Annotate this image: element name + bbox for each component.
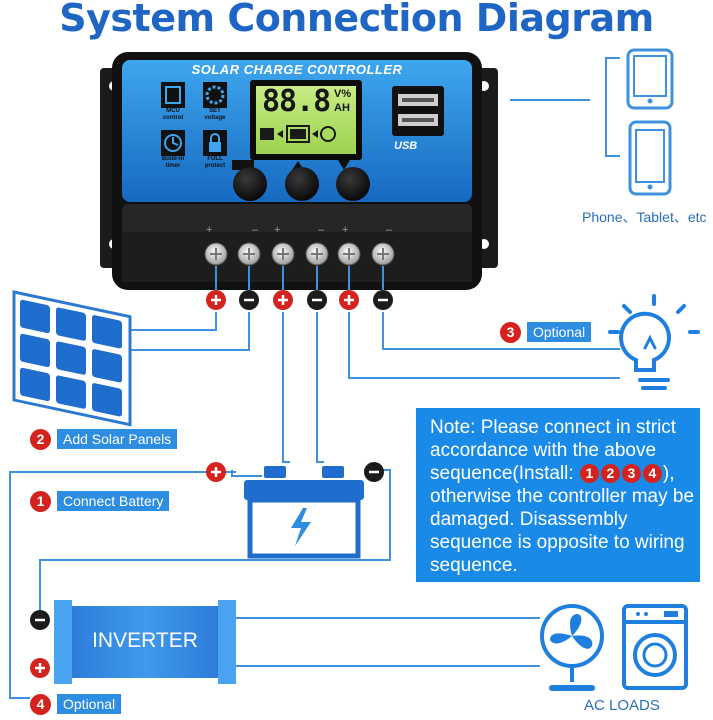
step-label: Connect Battery [57, 491, 170, 511]
tablet-icon [628, 120, 672, 196]
set-voltage-label: SET voltage [204, 108, 226, 121]
positive-marker [339, 290, 359, 310]
battery-loop-wire [9, 471, 236, 699]
step-number: 4 [30, 693, 51, 715]
inverter-label: INVERTER [92, 629, 198, 652]
battery-inverter-positive-wire [231, 470, 262, 477]
note-sequence-number: 2 [600, 464, 620, 483]
inverter-negative-marker [30, 610, 50, 630]
solar-negative-wire [120, 312, 250, 351]
terminal-mark: + [206, 224, 213, 236]
step-optional-inverter: 4 Optional [30, 693, 122, 715]
step-number: 2 [30, 428, 51, 450]
battery-negative-marker [364, 462, 384, 482]
terminal-mark: – [386, 224, 393, 236]
battery-positive-wire [282, 312, 290, 463]
washing-machine-icon [622, 604, 688, 690]
phone-tablet-label: Phone、Tablet、etc [582, 209, 707, 225]
inverter-positive-marker [30, 658, 50, 678]
lcd-digits: 88.8 [262, 84, 331, 119]
step-add-solar-panels: 2 Add Solar Panels [30, 428, 178, 450]
load-negative-wire [382, 312, 620, 350]
battery-negative-wire [316, 312, 324, 463]
solar-panel-graphic [12, 290, 132, 427]
lcd-unit-top: V% [334, 88, 352, 100]
device-bracket [605, 57, 620, 157]
terminal-mark: – [252, 224, 259, 236]
controller-label: SOLAR CHARGE CONTROLLER [191, 62, 403, 77]
positive-marker [273, 290, 293, 310]
step-optional-load: 3 Optional [500, 321, 592, 343]
step-number: 3 [500, 321, 521, 343]
negative-marker [239, 290, 259, 310]
step-number: 1 [30, 490, 51, 512]
note-sequence-number: 3 [621, 464, 641, 483]
lcd-unit-bottom: AH [334, 102, 350, 114]
wiring-note: Note: Please connect in strict accordanc… [416, 408, 700, 582]
fan-icon [540, 604, 604, 691]
polarity-markers [30, 290, 393, 678]
positive-marker [206, 290, 226, 310]
note-sequence-number: 4 [642, 464, 662, 483]
solar-charge-controller [100, 52, 498, 290]
mcu-control-label: MCU control [162, 108, 184, 121]
terminal-mark: – [318, 224, 325, 236]
usb-label: USB [394, 140, 418, 152]
light-bulb-icon [608, 294, 700, 390]
solar-positive-wire [110, 312, 217, 331]
phone-icon [626, 48, 674, 110]
note-sequence-number: 1 [579, 464, 599, 483]
note-text-before: Note: Please connect in strict accordanc… [430, 417, 677, 484]
terminal-screws [204, 242, 395, 266]
full-protect-label: FULL protect [204, 156, 226, 169]
terminal-mark: + [274, 224, 281, 236]
page-title: System Connection Diagram [59, 0, 654, 40]
negative-marker [307, 290, 327, 310]
inverter-graphic [54, 600, 236, 684]
ac-loads-label: AC LOADS [584, 697, 660, 714]
step-connect-battery: 1 Connect Battery [30, 490, 170, 512]
load-positive-wire [348, 312, 620, 379]
step-label: Add Solar Panels [57, 429, 178, 449]
step-label: Optional [527, 322, 592, 342]
battery-positive-marker [206, 462, 226, 482]
step-label: Optional [57, 694, 122, 714]
terminal-mark: + [342, 224, 349, 236]
build-in-timer-label: Build-in timer [161, 156, 185, 169]
battery-icon [244, 466, 364, 559]
negative-marker [373, 290, 393, 310]
note-text-after: ), otherwise the controller may be damag… [430, 463, 695, 576]
